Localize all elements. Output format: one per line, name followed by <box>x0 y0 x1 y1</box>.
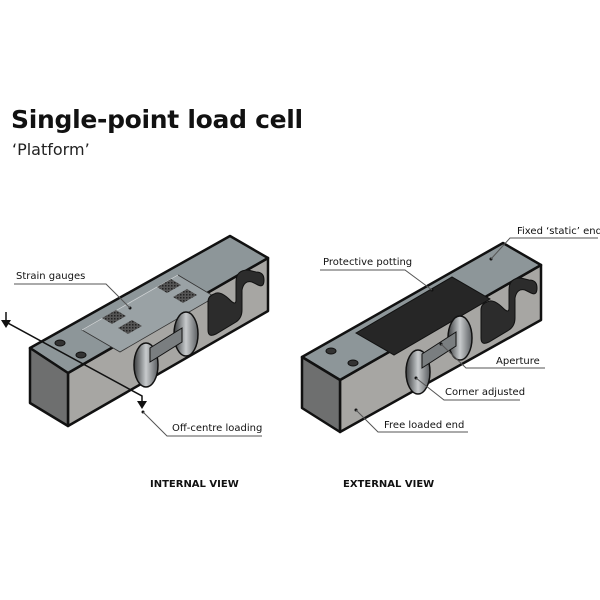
load-arrow-icon <box>1 320 11 328</box>
external-load-cell: Fixed ‘static’ end Protective potting Ap… <box>300 226 600 490</box>
strain-gauge <box>173 289 197 303</box>
strain-gauge <box>102 310 126 324</box>
label-protective-potting: Protective potting <box>323 257 412 268</box>
screw-hole <box>325 347 337 355</box>
label-strain-gauges: Strain gauges <box>16 271 85 282</box>
end-cutout <box>207 269 265 336</box>
load-arrow-icon <box>137 401 147 409</box>
leader-line <box>14 283 131 309</box>
caption-external-view: EXTERNAL VIEW <box>343 479 434 490</box>
strain-gauge <box>157 279 181 293</box>
aperture <box>133 311 199 388</box>
leader-line <box>490 237 598 260</box>
label-fixed-end: Fixed ‘static’ end <box>517 226 600 237</box>
page-title: Single-point load cell <box>11 105 303 134</box>
protective-potting <box>355 276 491 356</box>
label-free-loaded-end: Free loaded end <box>384 420 464 431</box>
aperture <box>405 315 473 395</box>
screw-hole <box>75 351 87 359</box>
leader-line <box>355 409 468 433</box>
end-face <box>28 346 70 428</box>
label-aperture: Aperture <box>496 356 540 367</box>
label-corner-adjusted: Corner adjusted <box>445 387 525 398</box>
page-subtitle: ‘Platform’ <box>12 140 90 159</box>
strain-gauge <box>118 320 142 334</box>
leader-line <box>320 269 433 291</box>
screw-hole <box>54 339 66 347</box>
screw-hole <box>347 359 359 367</box>
caption-internal-view: INTERNAL VIEW <box>150 479 239 490</box>
end-cutout <box>480 277 538 344</box>
leader-line <box>440 343 545 369</box>
end-face <box>300 355 342 434</box>
leader-line <box>142 411 262 437</box>
label-off-centre-loading: Off-centre loading <box>172 423 262 434</box>
leader-line <box>415 377 520 401</box>
internal-load-cell: Strain gauges Off-centre loading INTERNA… <box>1 234 270 490</box>
load-path-line <box>5 312 143 405</box>
